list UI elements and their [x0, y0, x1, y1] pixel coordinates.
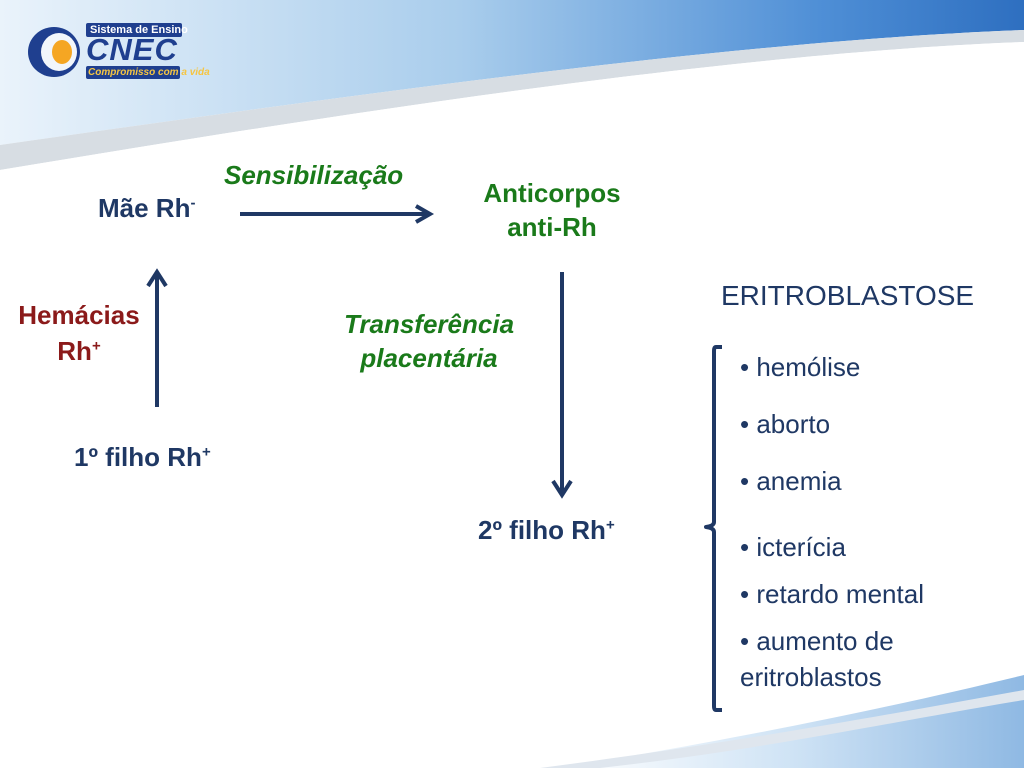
- sensitization-label: Sensibilização: [224, 160, 404, 190]
- list-item: • retardo mental: [740, 579, 924, 609]
- first-child-label: 1º filho Rh+: [74, 442, 211, 472]
- list-item: • aumento de: [740, 626, 894, 656]
- cnec-logo: Sistema de Ensino CNEC Compromisso com a…: [26, 14, 210, 84]
- header-gray-swoosh: [0, 30, 1024, 170]
- arrow-down-head-icon: [551, 479, 573, 499]
- header-band: [0, 0, 1024, 145]
- logo-emblem-icon: [28, 23, 182, 79]
- list-item: eritroblastos: [740, 662, 882, 692]
- list-item: • icterícia: [740, 532, 846, 562]
- logo-top-text: Sistema de Ensino: [90, 24, 188, 36]
- red-cells-label: Hemácias Rh+: [18, 300, 140, 366]
- list-item: • anemia: [740, 466, 842, 496]
- second-child-label: 2º filho Rh+: [478, 515, 615, 545]
- effects-brace-icon: [704, 345, 722, 712]
- list-item: • hemólise: [740, 352, 861, 382]
- mother-rh-negative: Mãe Rh-: [98, 193, 196, 223]
- list-item: • aborto: [740, 409, 831, 439]
- footer-band: [560, 675, 1024, 768]
- logo-brand: CNEC: [86, 32, 178, 67]
- logo-tagline: Compromisso com a vida: [88, 67, 210, 78]
- arrow-right-head-icon: [415, 204, 435, 224]
- condition-title: ERITROBLASTOSE: [721, 280, 975, 311]
- antibodies-label: Anticorpos anti-Rh: [483, 178, 621, 242]
- placental-transfer-label: Transferência placentária: [343, 309, 515, 373]
- arrow-up-head-icon: [146, 268, 168, 288]
